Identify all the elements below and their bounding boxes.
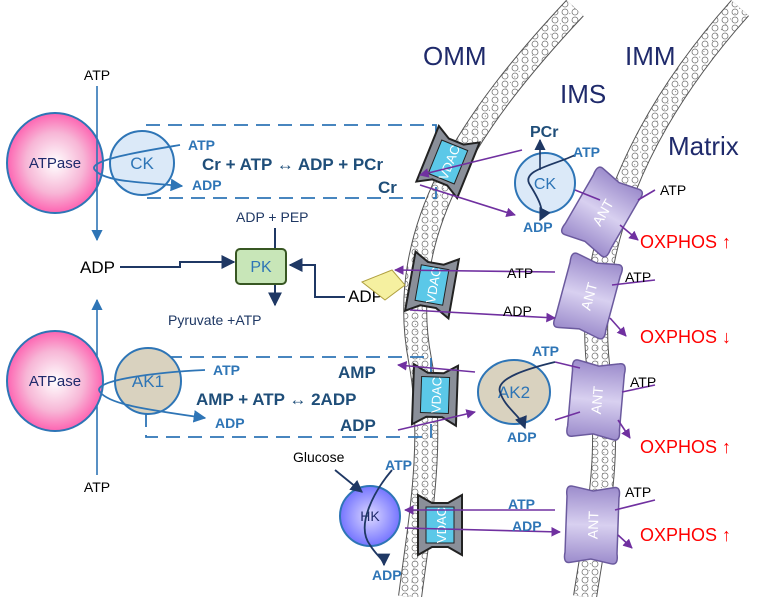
imm-label: IMM [625, 41, 676, 71]
hk-adp-label: ADP [372, 567, 402, 583]
ak2-adp-label: ADP [507, 429, 537, 445]
vdac-channel-1: VDAC [414, 123, 482, 201]
pk-label: PK [250, 259, 272, 276]
ak1-atp-loop [98, 369, 207, 423]
ant-2-label: ANT [578, 280, 601, 312]
ck-cytosol-label: CK [130, 154, 154, 173]
pk-enzyme: PK [235, 248, 287, 285]
ck-mito-adp: ADP [523, 219, 553, 235]
atpase-bottom-label: ATPase [29, 373, 81, 390]
row4-matrix-atp: ATP [625, 484, 651, 500]
row2-ims-atp: ATP [507, 265, 533, 281]
ant-4-label: ANT [585, 510, 602, 539]
ant-transporter-2: ANT [552, 252, 624, 340]
ak1-atp-label: ATP [213, 362, 240, 378]
ck-mito-loop [527, 154, 576, 222]
row1-matrix-atp: ATP [660, 182, 686, 198]
hk-glucose-arrow [334, 469, 363, 493]
hk-label: HK [360, 508, 380, 524]
ck-mitochondrial: CK [514, 152, 576, 214]
ck-reaction: Cr + ATP ↔ ADP + PCr [202, 155, 383, 174]
ak2-atp-label: ATP [532, 343, 559, 359]
ck-mito-label: CK [534, 176, 557, 193]
atpase-top-label: ATPase [29, 155, 81, 172]
atpase-bottom-atp: ATP [84, 479, 110, 495]
adp-cytosol-label: ADP [80, 258, 115, 277]
ak2-enzyme: AK2 [477, 359, 551, 425]
ant-transporter-3: ANT [566, 359, 626, 441]
matrix-label: Matrix [668, 131, 739, 161]
ant-transporter-4: ANT [563, 485, 621, 565]
omm-label: OMM [423, 41, 487, 71]
vdac-channel-4: VDAC [417, 493, 463, 557]
hk-glucose: Glucose [293, 449, 345, 465]
ak1-amp-label: AMP [338, 363, 376, 382]
pk-products: Pyruvate +ATP [168, 312, 262, 328]
ck-cr-label: Cr [378, 178, 397, 197]
ak2-loop [498, 361, 556, 430]
adp-star-icon [361, 269, 406, 301]
atpase-top: ATPase [6, 112, 104, 214]
ck-adp-label: ADP [192, 177, 222, 193]
hk-enzyme: HK [339, 485, 401, 547]
ak1-reaction: AMP + ATP ↔ 2ADP [196, 390, 356, 409]
ims-label: IMS [560, 79, 606, 109]
hk-atp-loop [363, 469, 393, 567]
ck-cytosol: CK [109, 130, 175, 196]
ak1-enzyme: AK1 [114, 347, 182, 415]
ck-atp-label: ATP [188, 137, 215, 153]
row2-oxphos: OXPHOS ↓ [640, 327, 731, 347]
row3-matrix-atp: ATP [630, 374, 656, 390]
adp-from-vdac-arrow [288, 258, 345, 298]
vdac-channel-3: VDAC [410, 362, 460, 428]
row1-oxphos: OXPHOS ↑ [640, 232, 731, 252]
ak1-adp-out-label: ADP [340, 416, 376, 435]
ck-mito-pcr: PCr [530, 124, 558, 141]
purple-transport-arrows [394, 149, 656, 549]
ant-transporter-1: ANT [560, 166, 644, 258]
row2-ims-adp: ADP [503, 303, 532, 319]
row4-ims-adp: ADP [512, 518, 542, 534]
vdac-channel-2: VDAC [403, 249, 461, 321]
vdac-2-label: VDAC [423, 266, 444, 304]
row4-oxphos: OXPHOS ↑ [640, 525, 731, 545]
atpase-bottom: ATPase [6, 330, 104, 432]
row4-ims-atp: ATP [508, 496, 535, 512]
row2-matrix-atp: ATP [625, 269, 651, 285]
ak1-adp-label: ADP [215, 415, 245, 431]
vdac-4-label: VDAC [434, 507, 449, 543]
atpase-top-atp: ATP [84, 67, 110, 83]
row3-oxphos: OXPHOS ↑ [640, 437, 731, 457]
vdac-3-label: VDAC [428, 377, 444, 414]
ant-3-label: ANT [588, 385, 606, 415]
adp-to-pk-arrow [120, 255, 236, 269]
hk-atp-label: ATP [385, 457, 412, 473]
ck-atp-loop [93, 144, 184, 192]
pk-substrates: ADP + PEP [236, 209, 309, 225]
ck-mito-atp: ATP [573, 144, 600, 160]
ak2-label: AK2 [498, 383, 530, 402]
